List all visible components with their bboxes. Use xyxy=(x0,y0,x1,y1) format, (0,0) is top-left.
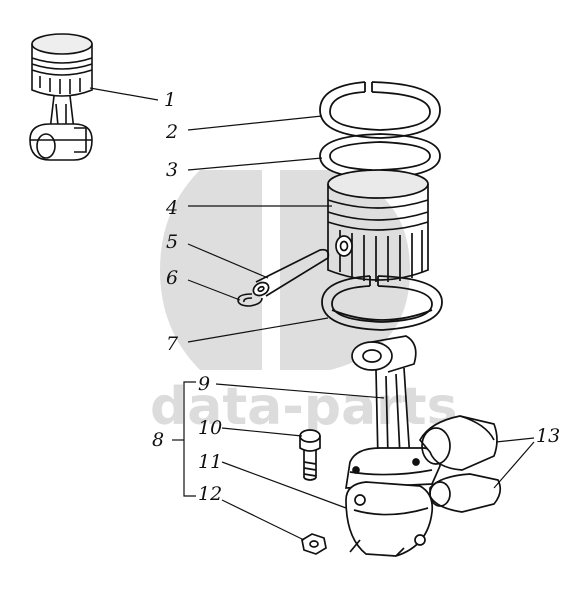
connecting-rod-nut xyxy=(301,533,327,555)
callout-5: 5 xyxy=(166,231,178,253)
callout-labels: 1 2 3 4 5 6 7 8 9 10 11 12 13 xyxy=(152,89,560,505)
callout-1: 1 xyxy=(164,89,176,111)
connecting-rod xyxy=(345,335,441,501)
oil-control-ring xyxy=(321,275,443,331)
leader-12 xyxy=(221,499,305,541)
leader-3 xyxy=(187,157,323,171)
bearing-shells xyxy=(418,415,502,513)
leader-lines xyxy=(89,87,535,541)
leader-10 xyxy=(221,427,303,437)
callout-7: 7 xyxy=(166,333,179,355)
connecting-rod-cap xyxy=(345,481,434,557)
callout-2: 2 xyxy=(165,121,178,143)
leader-9 xyxy=(215,383,385,399)
leader-6 xyxy=(187,279,241,301)
connecting-rod-bolt xyxy=(299,429,321,481)
callout-3: 3 xyxy=(166,159,178,181)
circlip xyxy=(237,293,263,307)
leader-13b xyxy=(493,441,535,489)
leader-7 xyxy=(187,317,329,343)
leader-2 xyxy=(187,115,323,131)
leader-5 xyxy=(187,243,269,279)
bracket-8 xyxy=(183,381,196,497)
leader-13a xyxy=(495,437,535,443)
callout-4: 4 xyxy=(165,197,178,219)
compression-ring-top xyxy=(319,81,441,139)
callout-6: 6 xyxy=(166,267,178,289)
piston-pin xyxy=(252,248,330,297)
leader-11 xyxy=(221,461,347,509)
callout-10: 10 xyxy=(198,417,222,439)
callout-13: 13 xyxy=(536,425,560,447)
callout-11: 11 xyxy=(198,451,222,473)
leader-1 xyxy=(89,87,159,101)
callout-12: 12 xyxy=(198,483,222,505)
callout-8: 8 xyxy=(152,429,164,451)
watermark-text: data-parts xyxy=(150,377,458,437)
callout-9: 9 xyxy=(198,373,210,395)
assembled-piston-rod xyxy=(29,33,93,161)
